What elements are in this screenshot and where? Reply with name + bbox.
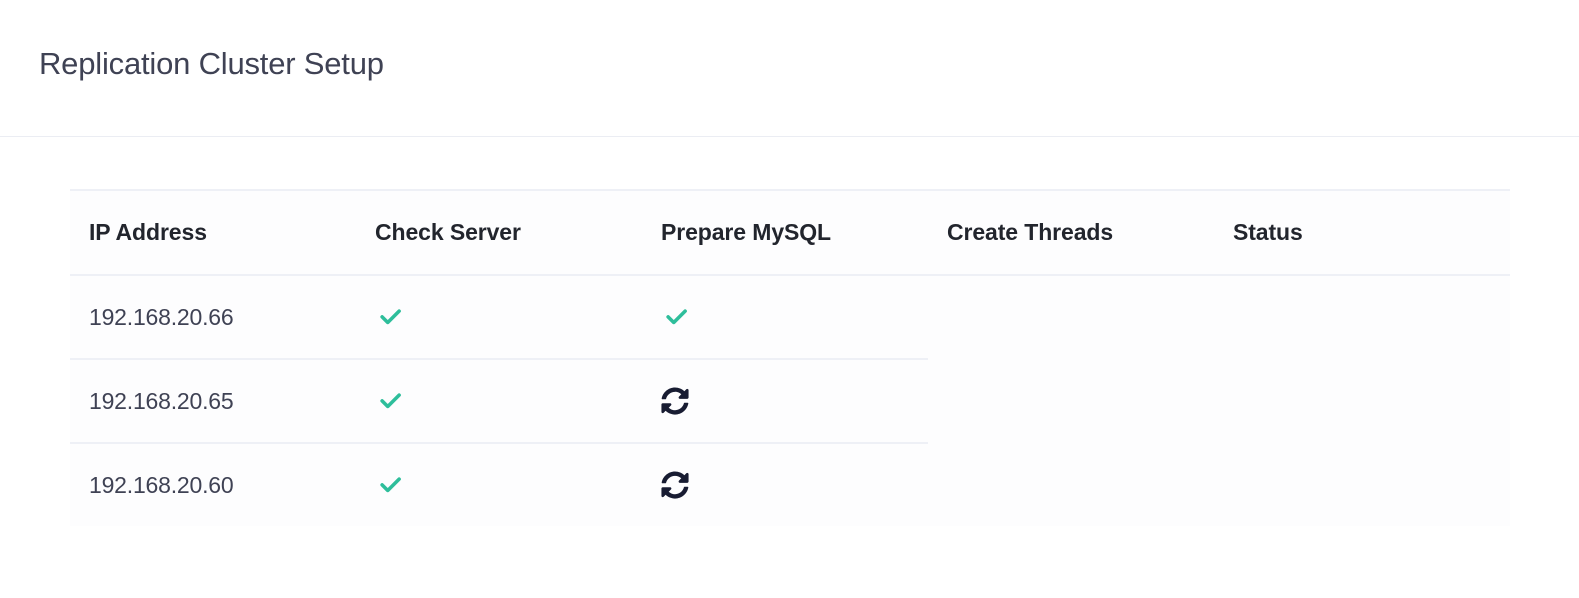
column-header-prepare-mysql: Prepare MySQL — [642, 189, 928, 276]
sync-icon — [661, 387, 689, 416]
cluster-table-container: IP Address Check Server Prepare MySQL Cr… — [70, 189, 1510, 526]
cell-check-server — [356, 275, 642, 360]
cell-prepare-mysql — [642, 275, 928, 360]
cell-prepare-mysql — [642, 359, 928, 444]
replication-cluster-table: IP Address Check Server Prepare MySQL Cr… — [70, 189, 1510, 526]
cell-create-threads — [928, 443, 1214, 526]
table-row: 192.168.20.66 — [70, 275, 1510, 360]
cell-check-server — [356, 359, 642, 444]
page-header: Replication Cluster Setup — [0, 0, 1579, 137]
cell-ip-address: 192.168.20.66 — [70, 275, 356, 360]
cell-status — [1214, 443, 1510, 526]
cell-ip-address: 192.168.20.65 — [70, 359, 356, 444]
table-row: 192.168.20.65 — [70, 359, 1510, 444]
sync-icon — [661, 471, 689, 500]
column-header-check-server: Check Server — [356, 189, 642, 276]
table-body: 192.168.20.66 — [70, 275, 1510, 526]
table-header-row: IP Address Check Server Prepare MySQL Cr… — [70, 189, 1510, 276]
check-icon — [375, 470, 405, 500]
page-title: Replication Cluster Setup — [39, 46, 384, 81]
cell-check-server — [356, 443, 642, 526]
column-header-ip-address: IP Address — [70, 189, 356, 276]
cell-create-threads — [928, 275, 1214, 359]
table-row: 192.168.20.60 — [70, 443, 1510, 526]
table-header: IP Address Check Server Prepare MySQL Cr… — [70, 189, 1510, 276]
column-header-status: Status — [1214, 189, 1510, 276]
cell-status — [1214, 359, 1510, 443]
check-icon — [375, 302, 405, 332]
cell-prepare-mysql — [642, 443, 928, 526]
column-header-create-threads: Create Threads — [928, 189, 1214, 276]
check-icon — [661, 302, 691, 332]
cell-create-threads — [928, 359, 1214, 443]
cell-ip-address: 192.168.20.60 — [70, 443, 356, 526]
check-icon — [375, 386, 405, 416]
cell-status — [1214, 275, 1510, 359]
